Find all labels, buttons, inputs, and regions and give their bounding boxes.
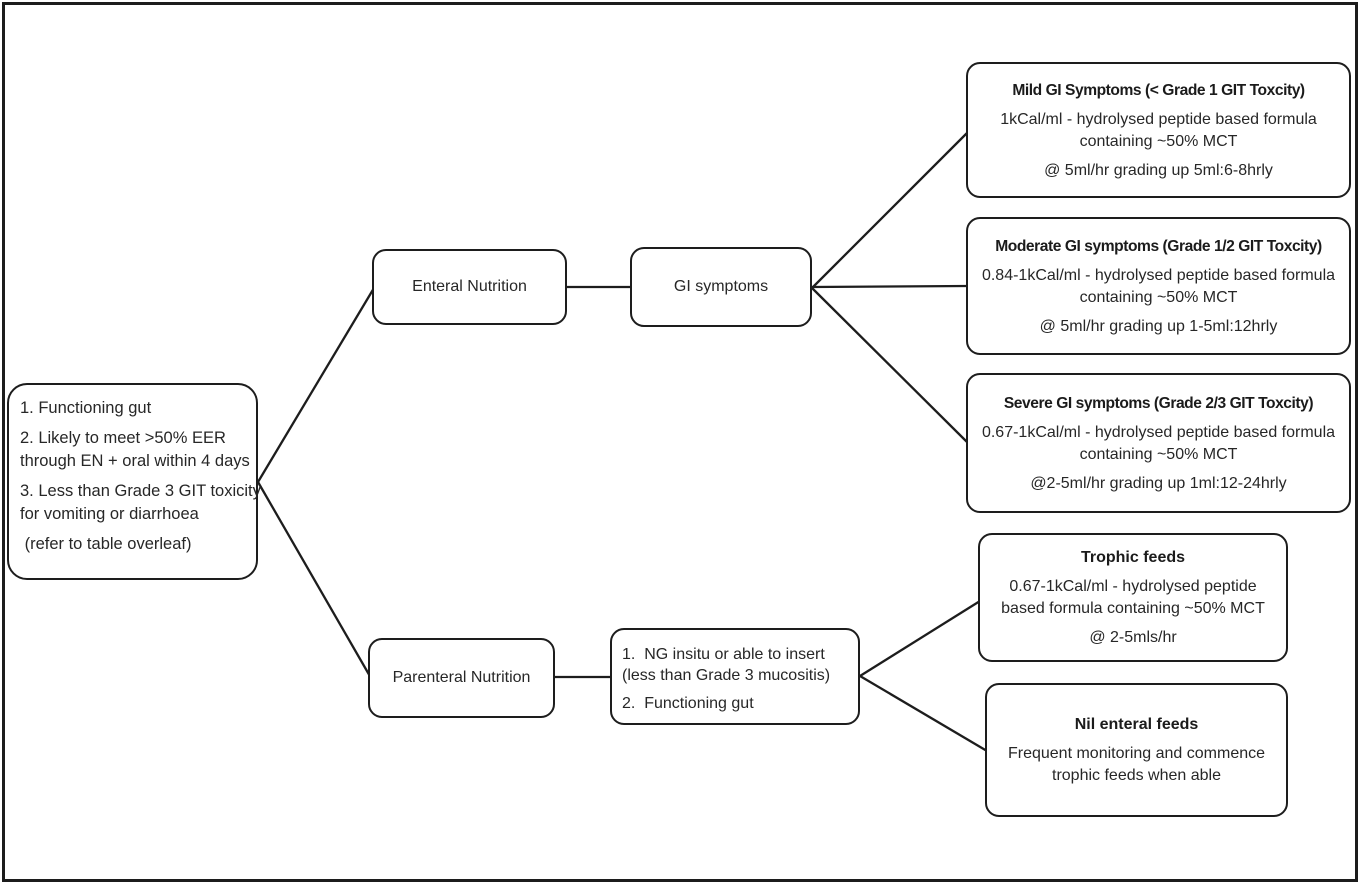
parenteral-nutrition-label: Parenteral Nutrition	[392, 669, 531, 686]
mild-rate-line: @ 5ml/hr grading up 5ml:6-8hrly	[1044, 161, 1273, 179]
mild-gi-symptoms-box: Mild GI Symptoms (< Grade 1 GIT Toxcity)…	[966, 62, 1351, 198]
connector-criteria-to-parenteral	[257, 481, 372, 679]
moderate-formula-cont: containing ~50% MCT	[1079, 288, 1238, 306]
severe-formula-line: 0.67-1kCal/ml - hydrolysed peptide based…	[981, 423, 1336, 441]
trophic-formula-line: 0.67-1kCal/ml - hydrolysed peptide	[1009, 577, 1257, 595]
entry-criteria-box: 1. Functioning gut 2. Likely to meet >50…	[7, 383, 261, 580]
connector-ng-to-nil	[859, 675, 988, 752]
severe-rate-line: @2-5ml/hr grading up 1ml:12-24hrly	[1030, 474, 1287, 492]
criteria-item-3: 3. Less than Grade 3 GIT toxicity	[20, 482, 261, 500]
connector-ng-to-trophic	[859, 600, 981, 677]
nil-monitoring-line: Frequent monitoring and commence	[1007, 744, 1266, 762]
mild-formula-line: 1kCal/ml - hydrolysed peptide based form…	[1000, 110, 1317, 128]
gi-symptoms-box: GI symptoms	[630, 247, 812, 327]
ng-item-1: 1. NG insitu or able to insert	[622, 645, 825, 663]
enteral-nutrition-label: Enteral Nutrition	[412, 278, 527, 295]
ng-item-2: 2. Functioning gut	[622, 694, 754, 712]
severe-box-title: Severe GI symptoms (Grade 2/3 GIT Toxcit…	[1003, 394, 1314, 412]
nil-monitoring-cont: trophic feeds when able	[1052, 766, 1221, 784]
ng-item-1-cont: (less than Grade 3 mucositis)	[622, 666, 831, 684]
ng-criteria-box: 1. NG insitu or able to insert (less tha…	[610, 628, 860, 725]
moderate-gi-symptoms-box: Moderate GI symptoms (Grade 1/2 GIT Toxc…	[966, 217, 1351, 355]
moderate-rate-line: @ 5ml/hr grading up 1-5ml:12hrly	[1039, 317, 1278, 335]
criteria-refer-note: (refer to table overleaf)	[20, 535, 192, 553]
trophic-box-title: Trophic feeds	[1080, 548, 1186, 566]
trophic-feeds-box: Trophic feeds 0.67-1kCal/ml - hydrolysed…	[978, 533, 1288, 662]
criteria-item-3-cont: for vomiting or diarrhoea	[20, 505, 199, 523]
criteria-item-2: 2. Likely to meet >50% EER	[20, 429, 226, 447]
criteria-item-1: 1. Functioning gut	[20, 399, 152, 417]
trophic-formula-cont: based formula containing ~50% MCT	[1001, 599, 1265, 617]
connector-criteria-to-enteral	[257, 287, 375, 483]
trophic-rate-line: @ 2-5mls/hr	[1089, 628, 1177, 646]
enteral-nutrition-box: Enteral Nutrition	[372, 249, 567, 325]
moderate-box-title: Moderate GI symptoms (Grade 1/2 GIT Toxc…	[995, 237, 1322, 255]
mild-box-title: Mild GI Symptoms (< Grade 1 GIT Toxcity)	[1012, 81, 1305, 99]
connector-gi-to-severe	[811, 287, 968, 443]
nil-box-title: Nil enteral feeds	[1074, 715, 1199, 733]
criteria-item-2-cont: through EN + oral within 4 days	[20, 452, 250, 470]
connector-gi-to-mild	[811, 132, 968, 289]
severe-formula-cont: containing ~50% MCT	[1079, 445, 1238, 463]
mild-formula-cont: containing ~50% MCT	[1079, 132, 1238, 150]
nil-enteral-feeds-box: Nil enteral feeds Frequent monitoring an…	[985, 683, 1288, 817]
moderate-formula-line: 0.84-1kCal/ml - hydrolysed peptide based…	[981, 266, 1336, 284]
severe-gi-symptoms-box: Severe GI symptoms (Grade 2/3 GIT Toxcit…	[966, 373, 1351, 513]
connector-gi-to-moderate	[811, 284, 968, 289]
parenteral-nutrition-box: Parenteral Nutrition	[368, 638, 555, 718]
gi-symptoms-label: GI symptoms	[673, 278, 769, 295]
